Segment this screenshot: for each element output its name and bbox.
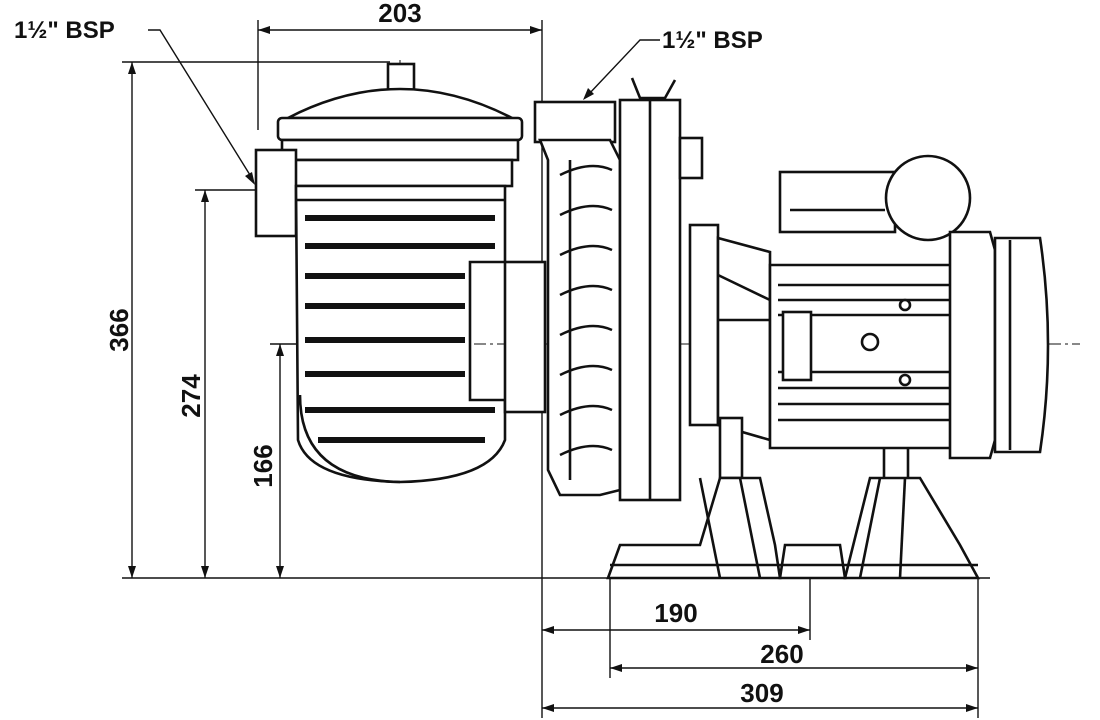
motor xyxy=(768,154,1050,460)
inlet-connection-label: 1½" BSP xyxy=(14,17,115,44)
dimension-total-height: 366 xyxy=(104,308,134,351)
dimension-labels: 1½" BSP 1½" BSP 203 366 274 166 190 260 … xyxy=(14,0,804,708)
dimension-shaft-height: 166 xyxy=(248,444,278,487)
strainer-housing xyxy=(254,62,524,484)
dimension-overall-length: 309 xyxy=(740,678,783,708)
dimension-top-width: 203 xyxy=(378,0,421,28)
dimension-base-length: 260 xyxy=(760,639,803,669)
outlet-connection-label: 1½" BSP xyxy=(662,27,763,54)
volute-housing xyxy=(503,77,772,502)
dimension-inlet-height: 274 xyxy=(176,374,206,418)
dimension-base-to-rear-foot: 190 xyxy=(654,598,697,628)
base-frame xyxy=(606,416,981,580)
